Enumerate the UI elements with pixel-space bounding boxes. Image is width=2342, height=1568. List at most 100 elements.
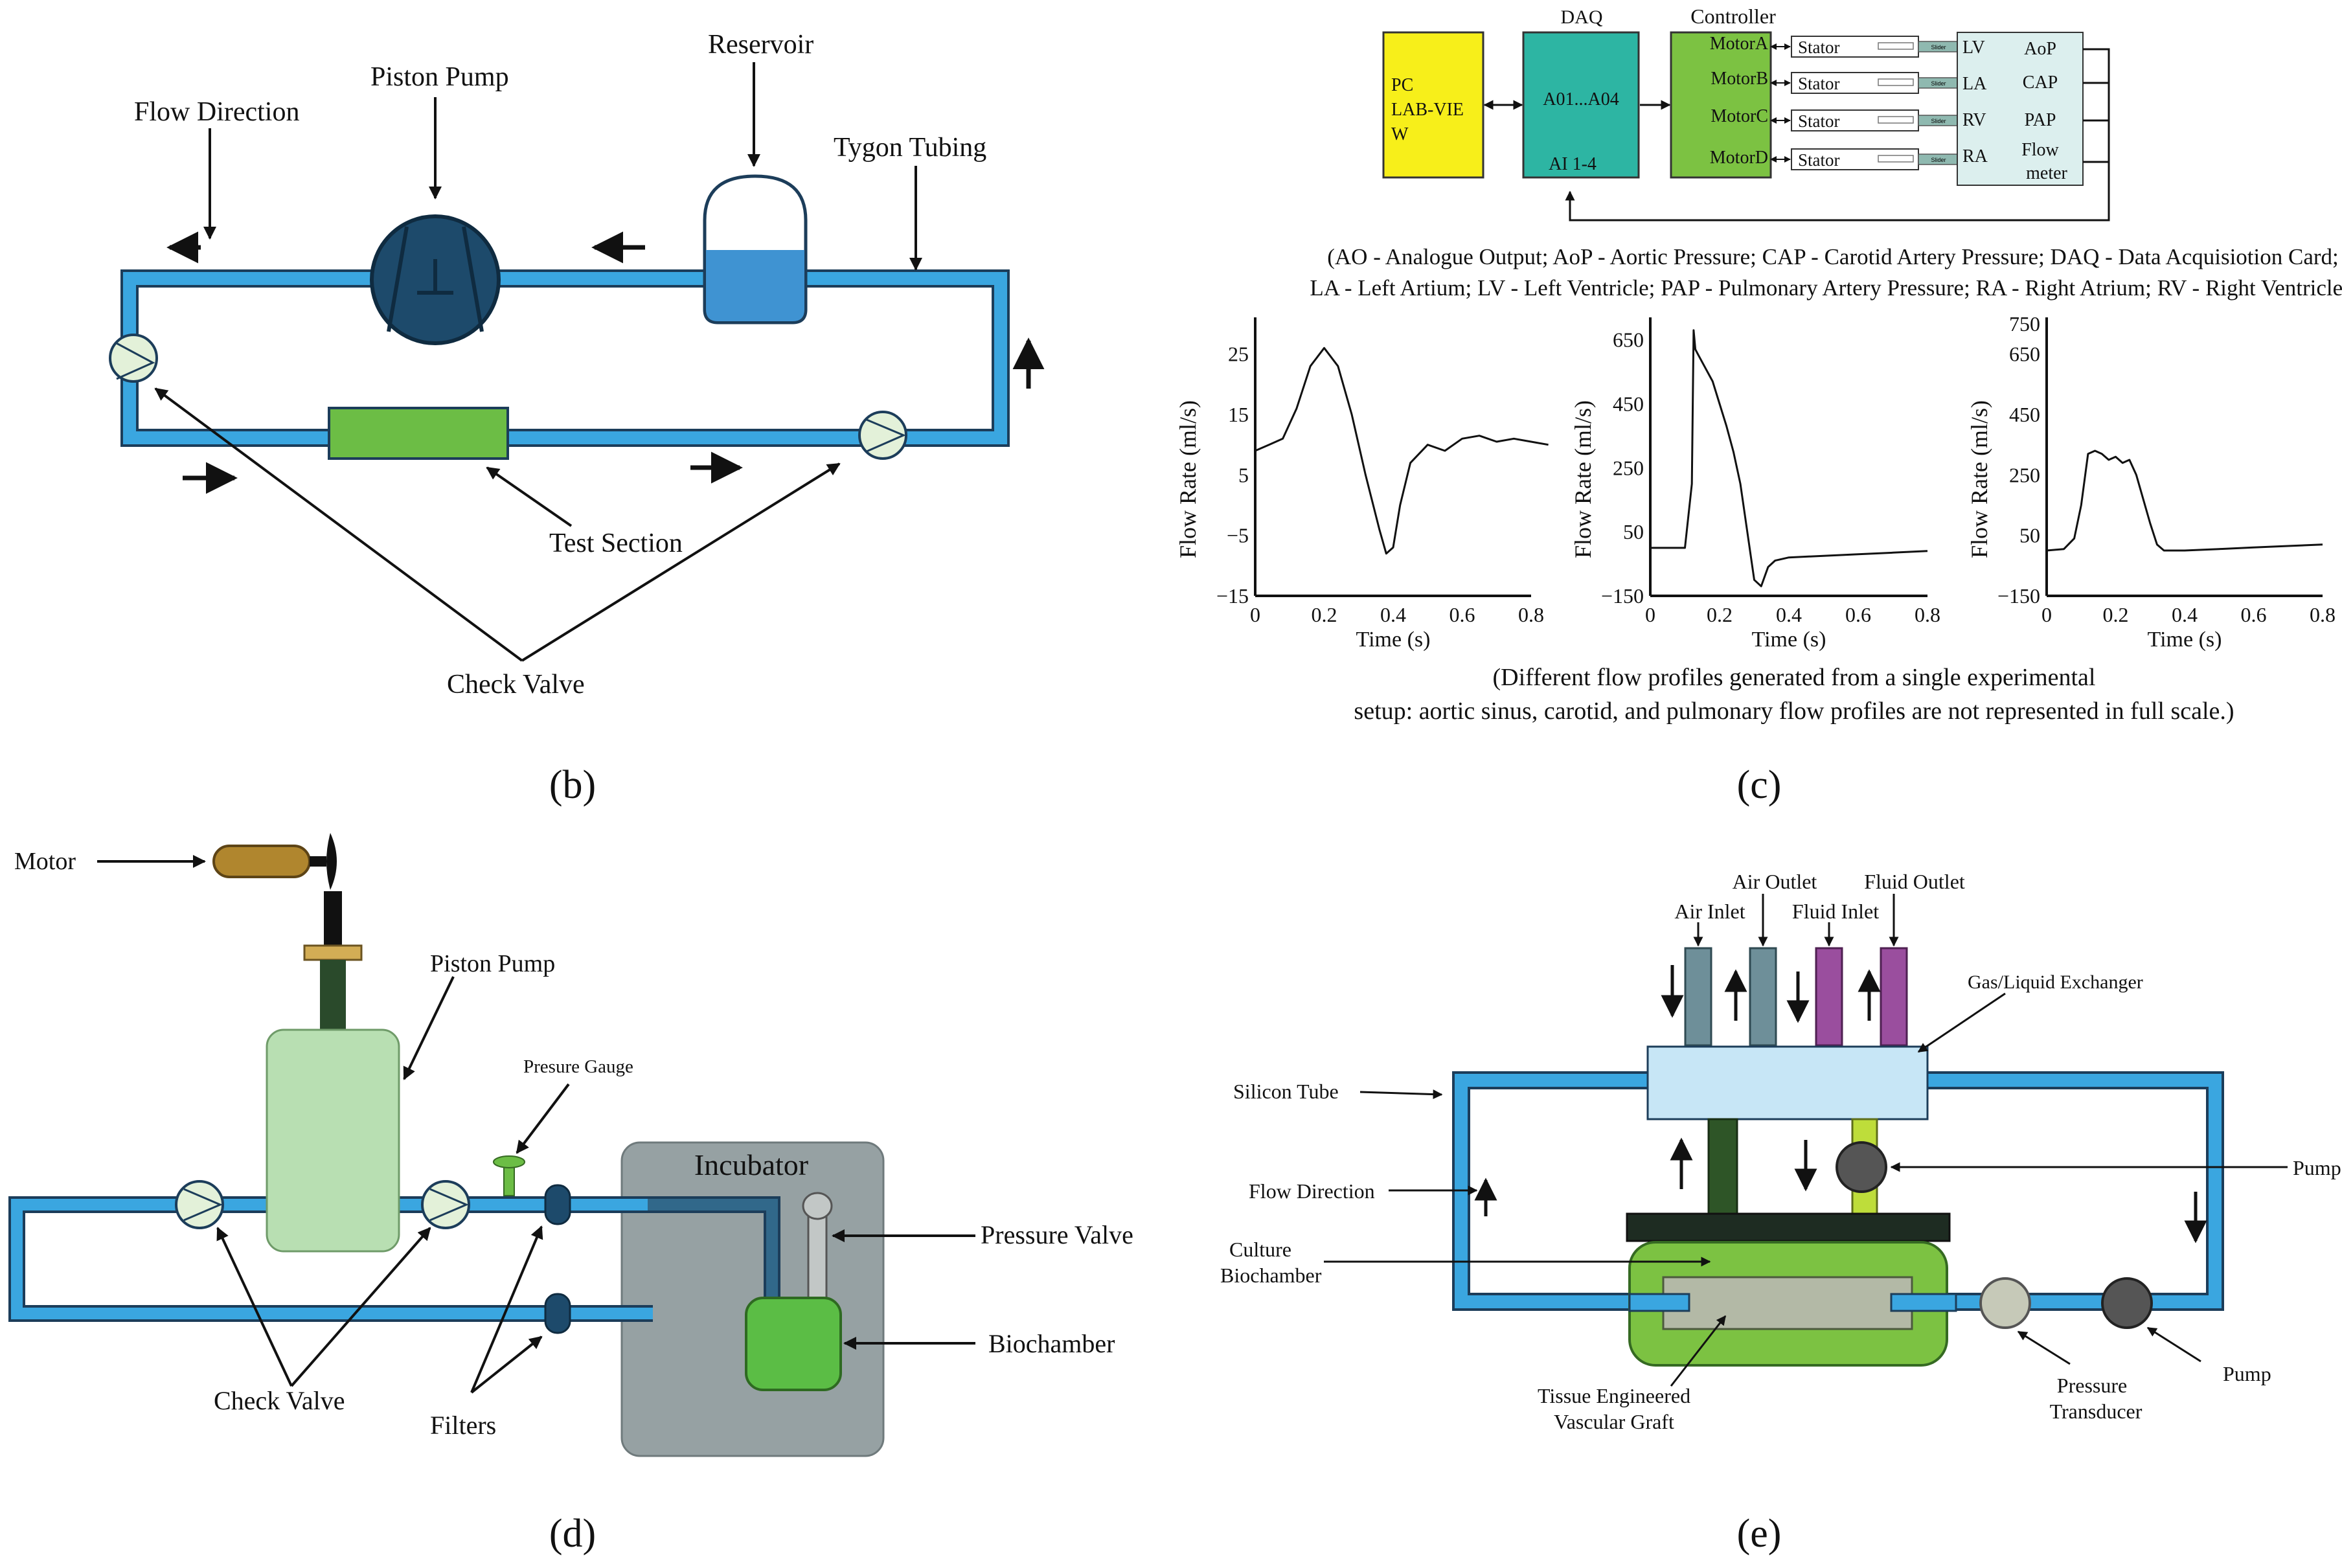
- x-tick-label: 0.8: [2310, 603, 2336, 626]
- daq-ao-label: A01...A04: [1543, 89, 1619, 109]
- pressure-transducer: [1979, 1277, 2031, 1329]
- label-silicon-tube: Silicon Tube: [1233, 1080, 1339, 1103]
- y-tick-label: 250: [2009, 463, 2040, 486]
- motor-d-label: MotorD: [1710, 148, 1768, 168]
- check-valve-left: [175, 1180, 224, 1229]
- y-tick-label: 450: [1613, 392, 1644, 416]
- motor-b-label: MotorB: [1711, 69, 1768, 89]
- filter-bottom: [544, 1293, 571, 1334]
- tygon-tubing-loop-inner: [123, 272, 1007, 444]
- controller-box: [1670, 31, 1772, 179]
- flow-meter-line1: Flow: [2021, 140, 2059, 160]
- label-check-valve: Check Valve: [214, 1386, 345, 1415]
- pointer-silicon-tube: [1359, 1089, 1443, 1100]
- y-axis-label: Flow Rate (ml/s): [1570, 400, 1596, 558]
- panel-label-e: (e): [1737, 1512, 1782, 1556]
- pointer-check-valve-left: [216, 1227, 293, 1387]
- controller-title: Controller: [1690, 5, 1776, 28]
- x-axis-label: Time (s): [2148, 628, 2222, 652]
- chamber-la: LA: [1962, 74, 1987, 94]
- label-culture-line1: Culture: [1229, 1238, 1291, 1261]
- panel-label-b: (b): [549, 763, 596, 807]
- label-check-valve: Check Valve: [447, 670, 585, 699]
- panel-c: PC LAB-VIE W DAQ A01...A04 AI 1-4 Contro…: [1175, 5, 2342, 807]
- pointer-check-valve-left: [154, 387, 523, 662]
- label-air-outlet: Air Outlet: [1733, 870, 1817, 893]
- panel-e: Air Outlet Fluid Outlet Air Inlet Fluid …: [1220, 870, 2341, 1556]
- label-tissue-line2: Vascular Graft: [1554, 1410, 1674, 1433]
- slider-label: Slider: [1931, 118, 1946, 124]
- pressure-valve: [802, 1192, 833, 1307]
- pump-top: [1836, 1141, 1887, 1193]
- abbrev-line1: (AO - Analogue Output; AoP - Aortic Pres…: [1327, 244, 2339, 269]
- pointer-gas-liquid-exchanger: [1917, 992, 2006, 1053]
- label-incubator: Incubator: [694, 1148, 808, 1181]
- x-tick-label: 0.4: [2172, 603, 2198, 626]
- daq-ai-label: AI 1-4: [1549, 154, 1597, 174]
- piston-rod: [320, 960, 346, 1031]
- label-culture-line2: Biochamber: [1220, 1264, 1322, 1287]
- pointer-check-valve-right: [521, 462, 841, 662]
- label-motor: Motor: [14, 848, 76, 875]
- flow-meter-line2: meter: [2026, 163, 2067, 183]
- graft-outlet-tube: [1890, 1293, 1957, 1312]
- label-biochamber: Biochamber: [988, 1329, 1115, 1358]
- stator-label: Stator: [1798, 74, 1840, 93]
- stator-label: Stator: [1798, 150, 1840, 170]
- check-valve-left: [109, 334, 158, 383]
- label-piston-pump: Piston Pump: [370, 62, 509, 92]
- label-pump-top: Pump: [2293, 1156, 2341, 1179]
- caption-line2: setup: aortic sinus, carotid, and pulmon…: [1354, 698, 2234, 725]
- x-tick-label: 0.2: [2103, 603, 2129, 626]
- label-filters: Filters: [430, 1411, 496, 1440]
- y-tick-label: 650: [2009, 343, 2040, 366]
- y-tick-label: 5: [1238, 463, 1249, 486]
- biochamber: [745, 1297, 842, 1391]
- x-tick-label: 0.6: [1845, 603, 1871, 626]
- pointer-piston-pump: [403, 976, 455, 1080]
- y-tick-label: 50: [1623, 520, 1644, 543]
- piston-shaft: [324, 891, 342, 946]
- label-flow-direction: Flow Direction: [1249, 1179, 1375, 1203]
- air-inlet-tube: [1684, 947, 1712, 1047]
- label-pressure-gauge: Presure Gauge: [523, 1056, 633, 1077]
- abbrev-line2: LA - Left Artium; LV - Left Ventricle; P…: [1310, 275, 2342, 301]
- label-air-inlet: Air Inlet: [1674, 900, 1745, 923]
- label-pressure-line1: Pressure: [2057, 1374, 2127, 1397]
- x-tick-label: 0: [2041, 603, 2052, 626]
- x-tick-label: 0.6: [2241, 603, 2267, 626]
- stator-label: Stator: [1798, 111, 1840, 131]
- piston-pump: [370, 214, 501, 345]
- x-tick-label: 0.8: [1518, 603, 1544, 626]
- pointer-pump-bottom: [2146, 1326, 2201, 1363]
- stator-label: Stator: [1798, 38, 1840, 57]
- daq-box: [1522, 31, 1640, 179]
- pc-label-line1: PC: [1391, 75, 1413, 95]
- dark-connector: [1707, 1118, 1738, 1215]
- y-tick-label: 25: [1228, 343, 1249, 366]
- feedback-loop: [1565, 48, 2110, 222]
- y-tick-label: −150: [1997, 584, 2040, 608]
- label-piston-pump: Piston Pump: [430, 950, 555, 977]
- motor-c-label: MotorC: [1711, 106, 1768, 126]
- x-tick-label: 0.8: [1915, 603, 1940, 626]
- label-tygon-tubing: Tygon Tubing: [834, 133, 986, 163]
- motor: [212, 833, 337, 890]
- x-tick-label: 0.2: [1312, 603, 1337, 626]
- y-tick-label: −150: [1601, 584, 1644, 608]
- label-pump-bottom: Pump: [2223, 1362, 2271, 1385]
- flow-profile-line: [2046, 449, 2323, 552]
- gas-liquid-exchanger: [1646, 1045, 1929, 1120]
- daq-title: DAQ: [1561, 6, 1603, 28]
- flow-profile-line: [1255, 347, 1549, 555]
- x-tick-label: 0: [1250, 603, 1260, 626]
- panel-d: Incubator: [8, 833, 1133, 1556]
- y-tick-label: −5: [1227, 524, 1249, 547]
- label-fluid-outlet: Fluid Outlet: [1864, 870, 1965, 893]
- chamber-ra: RA: [1962, 146, 1988, 166]
- y-tick-label: 450: [2009, 403, 2040, 426]
- panel-label-d: (d): [549, 1512, 596, 1556]
- x-tick-label: 0.4: [1380, 603, 1406, 626]
